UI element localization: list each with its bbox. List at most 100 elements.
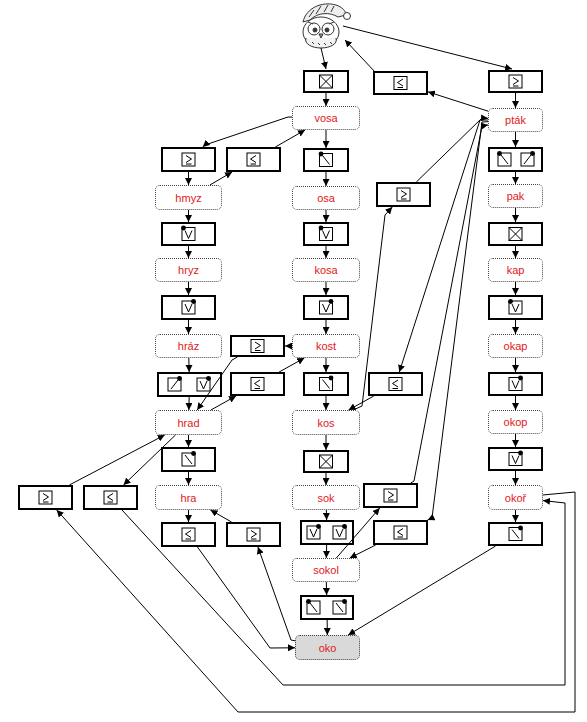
- connector-arrow: [326, 210, 327, 222]
- connector-arrow: [428, 92, 488, 111]
- operation-box: [18, 485, 73, 510]
- connector-arrow: [515, 172, 516, 184]
- node-text: kosa: [314, 264, 337, 276]
- operation-box: [161, 522, 216, 547]
- word-box: osa: [292, 186, 360, 210]
- operation-box: [488, 222, 543, 246]
- word-box: okoř: [488, 485, 543, 510]
- connector-arrow: [122, 501, 565, 685]
- operation-box: [376, 182, 431, 207]
- connector-arrow: [515, 208, 516, 222]
- operation-box: [488, 372, 543, 396]
- node-text: osa: [317, 192, 335, 204]
- connector-arrow: [515, 358, 516, 372]
- operation-box: [488, 447, 543, 471]
- connector-arrow: [411, 125, 488, 483]
- node-text: hrad: [177, 417, 199, 429]
- connector-arrow: [326, 172, 327, 186]
- connector-arrow: [275, 130, 305, 147]
- connector-arrow: [188, 172, 189, 185]
- connector-arrow: [69, 435, 164, 485]
- connector-arrow: [326, 93, 327, 106]
- connector-arrow: [211, 396, 236, 410]
- connector-arrow: [515, 282, 516, 295]
- operation-box: [161, 447, 216, 472]
- node-text: sok: [317, 492, 334, 504]
- connector-arrow: [188, 397, 189, 410]
- connector-arrow: [350, 545, 376, 558]
- position-dot: [177, 151, 535, 604]
- node-text: kost: [316, 340, 336, 352]
- connector-arrow: [326, 545, 327, 558]
- operation-box: [230, 372, 285, 396]
- node-text: kap: [507, 264, 525, 276]
- node-text: pták: [505, 114, 526, 126]
- word-box: kosa: [292, 258, 360, 282]
- connector-arrow: [515, 396, 516, 410]
- operation-box: [363, 483, 418, 508]
- connector-arrow: [188, 510, 189, 522]
- connector-arrow: [285, 346, 292, 347]
- node-text: hráz: [178, 340, 199, 352]
- connector-arrow: [515, 246, 516, 258]
- operation-box: [303, 372, 349, 396]
- connector-arrow: [210, 510, 231, 522]
- connector-arrow: [258, 547, 295, 641]
- connector-arrow: [197, 547, 295, 648]
- connector-arrow: [188, 472, 189, 485]
- operation-box: [488, 522, 543, 546]
- operation-box: [161, 295, 216, 320]
- word-box: okap: [488, 334, 543, 358]
- connector-arrow: [188, 246, 189, 258]
- operation-box: [488, 70, 543, 93]
- operation-box: [488, 147, 543, 172]
- operation-box: [300, 595, 354, 620]
- node-text: okop: [504, 416, 528, 428]
- connector-arrow: [515, 471, 516, 485]
- connector-arrow: [349, 396, 374, 410]
- connector-arrow: [428, 122, 488, 520]
- word-box: oko: [295, 635, 360, 660]
- operation-box: [161, 222, 216, 246]
- connector-arrow: [203, 117, 292, 147]
- operation-box: [373, 520, 428, 545]
- operation-box: [303, 70, 349, 93]
- connector-arrow: [515, 132, 516, 147]
- connector-arrow: [210, 172, 232, 185]
- word-box: kost: [292, 334, 360, 358]
- operation-box: [303, 222, 349, 246]
- connector-arrow: [326, 510, 327, 520]
- connector-arrow: [515, 93, 516, 108]
- operation-symbol: [39, 75, 534, 614]
- node-text: kos: [317, 417, 334, 429]
- word-box: hryz: [155, 258, 222, 282]
- connector-arrow: [348, 546, 495, 635]
- node-text: hmyz: [175, 192, 201, 204]
- operation-box: [230, 335, 285, 357]
- word-box: sokol: [292, 558, 360, 582]
- connector-arrow: [515, 510, 516, 522]
- operation-box: [226, 522, 281, 547]
- connector-arrow: [326, 130, 327, 148]
- connector-arrow: [279, 358, 304, 372]
- word-box: hráz: [155, 334, 222, 358]
- operation-box: [161, 147, 216, 172]
- connector-arrow: [515, 434, 516, 447]
- operation-box: [83, 485, 138, 510]
- word-box: kap: [488, 258, 543, 282]
- node-text: okoř: [505, 492, 526, 504]
- word-box: hmyz: [155, 185, 222, 210]
- connector-arrow: [326, 473, 327, 485]
- connector-arrow: [327, 620, 328, 635]
- operation-box: [303, 148, 349, 172]
- word-box: okop: [488, 410, 543, 434]
- connector-arrow: [326, 435, 327, 450]
- connector-arrow: [188, 210, 189, 222]
- connector-arrow: [326, 320, 327, 334]
- node-text: sokol: [313, 564, 339, 576]
- owl-illustration: [303, 4, 351, 48]
- operation-box: [157, 372, 222, 397]
- operation-box: [368, 372, 423, 396]
- node-text: oko: [319, 642, 337, 654]
- connector-arrow: [188, 358, 189, 372]
